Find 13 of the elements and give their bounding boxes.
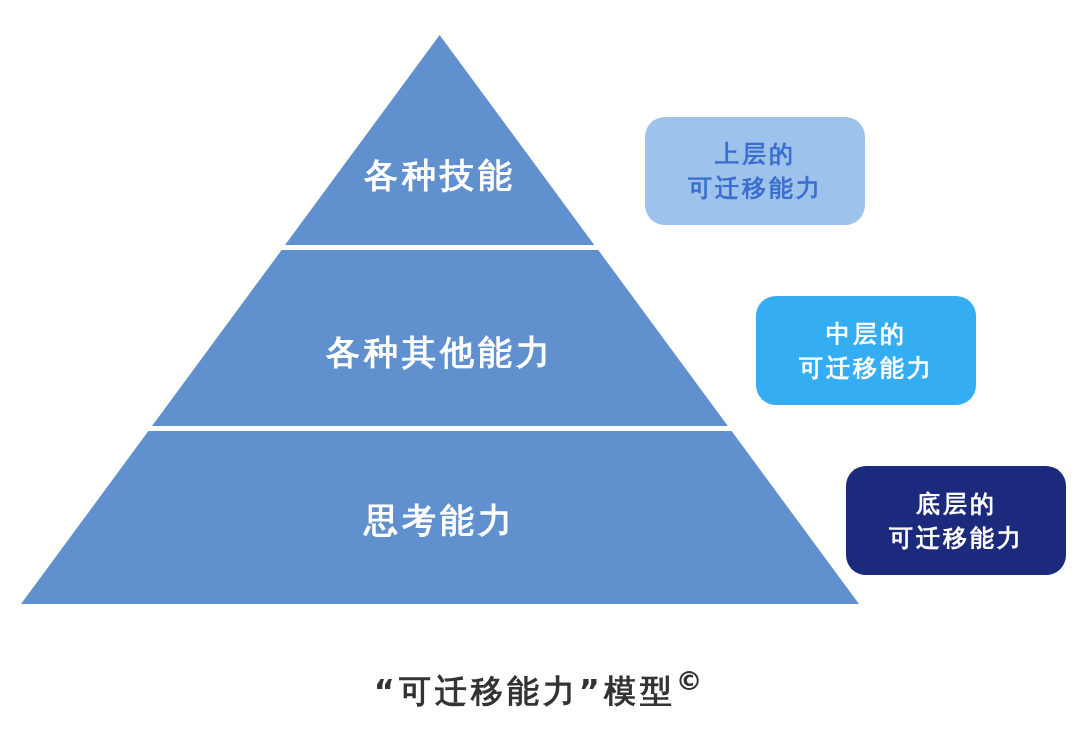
pyramid-top <box>285 35 595 245</box>
level-label: 上层的可迁移能力 <box>687 139 823 204</box>
layer-label: 各种技能 <box>363 154 517 197</box>
caption: “可迁移能力”模型$^{©}$ <box>372 665 708 712</box>
level-label: 底层的可迁移能力 <box>888 488 1024 554</box>
level-box <box>846 466 1066 575</box>
layer-label: 各种其他能力 <box>325 331 555 374</box>
level-box <box>645 117 865 225</box>
level-label: 中层的可迁移能力 <box>798 318 934 384</box>
layer-label: 思考能力 <box>362 499 517 542</box>
level-box <box>756 296 976 405</box>
pyramid-layer <box>21 431 859 604</box>
pyramid-layer <box>152 250 728 426</box>
